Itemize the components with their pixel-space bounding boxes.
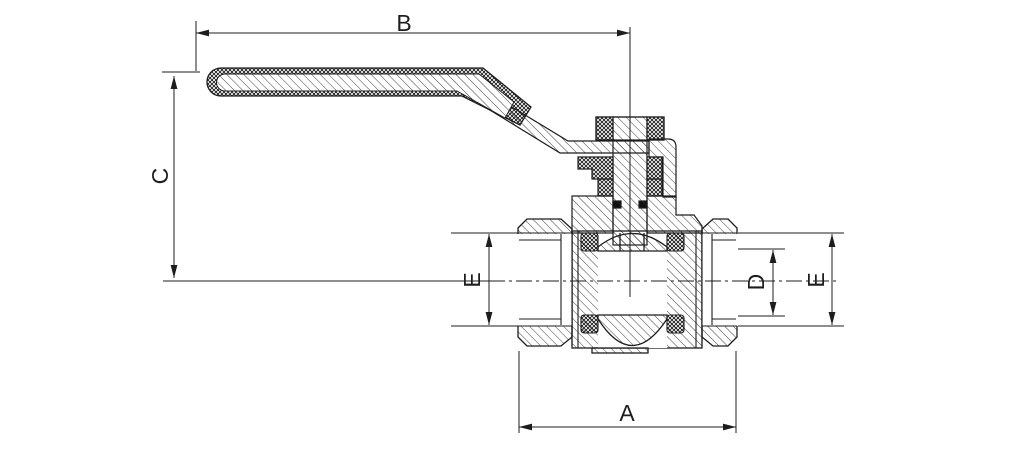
ball-seat [580,232,599,252]
packing-seal-left [597,178,614,197]
ball-seat [580,314,599,334]
handle-grip-core-hatch [216,73,515,119]
handle [206,67,650,154]
gland-nut-left [577,156,614,180]
dimension-e-right: E [738,232,844,327]
dimension-label-c: C [147,168,173,185]
bonnet-right [646,195,703,234]
dimension-label-d: D [743,274,769,291]
dimension-label-b: B [396,10,411,36]
bonnet-left [571,195,614,234]
stem-nut-right-face [646,116,665,141]
valve-body [517,218,738,354]
dimension-c: C [147,71,200,278]
right-port-bore [702,234,738,326]
dimension-label-a: A [619,400,635,426]
stem-nut-left-face [595,116,614,141]
dimensions: B C A E D E [147,10,844,433]
body-bottom-step [591,347,649,354]
dimension-e-left: E [451,232,518,327]
thread-lines [518,232,737,327]
bonnet [571,195,703,234]
ball-seats [580,232,685,334]
centerlines [163,27,838,297]
ball-seat [666,232,685,252]
gland-nut-right [646,156,663,180]
dimension-a: A [518,351,737,433]
ball-seat [666,314,685,334]
left-port-bore [517,234,572,326]
body-joint-lines [571,229,703,348]
dimension-d: D [738,248,785,317]
handle-stop-bracket [648,138,677,198]
dimension-b: B [195,10,630,71]
packing-seal-right [646,178,663,197]
dimension-label-e-left: E [459,272,485,287]
dimension-label-e-right: E [803,272,829,287]
